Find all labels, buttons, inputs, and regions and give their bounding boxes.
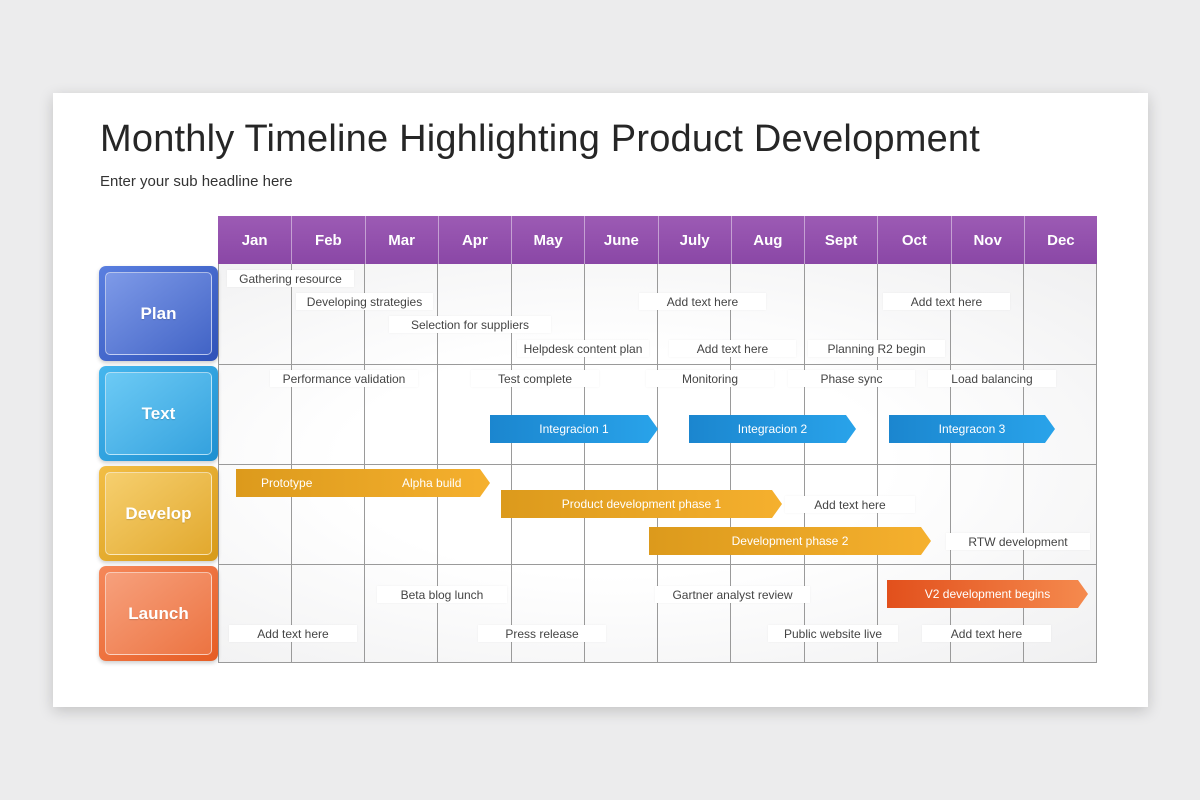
plan-selection-suppliers: Selection for suppliers (389, 316, 551, 333)
month-feb: Feb (291, 216, 364, 264)
plan-helpdesk-content: Helpdesk content plan (517, 340, 649, 357)
month-dec: Dec (1023, 216, 1097, 264)
category-launch-label: Launch (105, 572, 212, 655)
category-text: Text (99, 366, 218, 461)
launch-add-text-jan: Add text here (229, 625, 357, 642)
row-divider (218, 464, 1097, 465)
grid-line (437, 264, 438, 663)
develop-prototype-label: Prototype (261, 476, 313, 490)
grid-line (657, 264, 658, 663)
grid-line (804, 264, 805, 663)
plan-add-text-aug: Add text here (669, 340, 796, 357)
launch-v2-development-bar: V2 development begins (887, 580, 1088, 608)
grid-line (511, 264, 512, 663)
plan-gathering-resource: Gathering resource (227, 270, 354, 287)
develop-rtw-development: RTW development (946, 533, 1090, 550)
launch-gartner-review: Gartner analyst review (655, 586, 810, 603)
month-oct: Oct (877, 216, 950, 264)
row-divider (218, 564, 1097, 565)
month-july: July (657, 216, 731, 264)
page-subtitle: Enter your sub headline here (100, 173, 293, 190)
text-integracion-2-bar: Integracion 2 (689, 415, 856, 443)
grid-line (584, 264, 585, 663)
grid-line (877, 264, 878, 663)
develop-product-phase-1-bar: Product development phase 1 (501, 490, 782, 518)
category-plan-label: Plan (105, 272, 212, 355)
grid-line (730, 264, 731, 663)
develop-alpha-build-label: Alpha build (402, 476, 462, 490)
grid-line (950, 264, 951, 663)
month-nov: Nov (950, 216, 1024, 264)
plan-add-text-oct: Add text here (883, 293, 1010, 310)
launch-public-website: Public website live (768, 625, 898, 642)
text-integracion-1-bar: Integracion 1 (490, 415, 658, 443)
launch-add-text-oct: Add text here (922, 625, 1051, 642)
month-mar: Mar (364, 216, 438, 264)
develop-prototype-alpha-bar: Prototype Alpha build (236, 469, 490, 497)
month-june: June (584, 216, 657, 264)
category-develop: Develop (99, 466, 218, 561)
month-sept: Sept (804, 216, 877, 264)
text-load-balancing: Load balancing (928, 370, 1056, 387)
category-plan: Plan (99, 266, 218, 361)
text-performance-validation: Performance validation (270, 370, 418, 387)
plan-planning-r2: Planning R2 begin (808, 340, 945, 357)
grid-line (218, 264, 219, 663)
month-apr: Apr (437, 216, 511, 264)
develop-phase-2-bar: Development phase 2 (649, 527, 931, 555)
category-develop-label: Develop (105, 472, 212, 555)
launch-beta-blog: Beta blog lunch (377, 586, 507, 603)
category-text-label: Text (105, 372, 212, 455)
launch-press-release: Press release (478, 625, 606, 642)
grid-line (1023, 264, 1024, 663)
text-test-complete: Test complete (471, 370, 599, 387)
month-header-row: Jan Feb Mar Apr May June July Aug Sept O… (218, 216, 1097, 264)
month-may: May (511, 216, 584, 264)
text-integracon-3-bar: Integracon 3 (889, 415, 1055, 443)
text-monitoring: Monitoring (646, 370, 774, 387)
plan-developing-strategies: Developing strategies (296, 293, 433, 310)
text-phase-sync: Phase sync (788, 370, 915, 387)
category-launch: Launch (99, 566, 218, 661)
month-jan: Jan (241, 231, 268, 249)
row-divider (218, 364, 1097, 365)
month-aug: Aug (730, 216, 804, 264)
grid-line (291, 264, 292, 663)
plan-add-text-july: Add text here (639, 293, 766, 310)
develop-add-text-aug: Add text here (785, 496, 915, 513)
grid-line (364, 264, 365, 663)
page-title: Monthly Timeline Highlighting Product De… (100, 118, 981, 160)
